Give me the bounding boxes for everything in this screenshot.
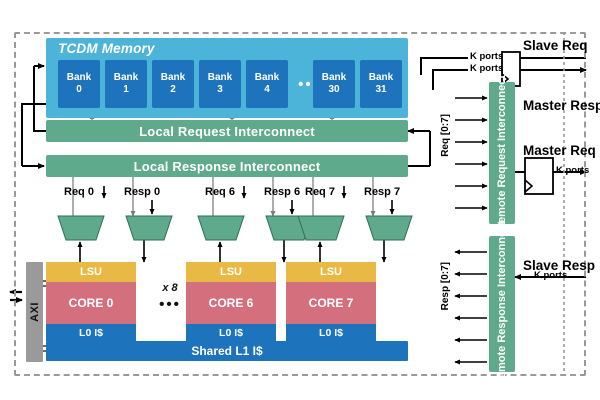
req-bus-label: Req [0:7]	[440, 114, 451, 157]
k-ports-label-master-req: K ports	[556, 165, 590, 176]
local-request-interconnect: Local Request Interconnect	[46, 120, 408, 142]
port-label-req-0: Req 0	[64, 186, 94, 198]
bank-label: Bank	[254, 72, 280, 83]
bank-label: Bank	[368, 72, 394, 83]
lsu-block: LSU	[46, 262, 136, 282]
bank-index: 30	[328, 84, 340, 95]
slave-resp-label: Slave Resp	[523, 258, 596, 273]
lsu-block: LSU	[286, 262, 376, 282]
port-label-resp-6: Resp 6	[264, 186, 301, 198]
bank-1: Bank 1	[105, 60, 147, 108]
bank-ellipsis: •••	[298, 75, 320, 93]
k-ports-label-slave-req: K ports	[470, 51, 504, 62]
repeat-count-label: x 8	[162, 282, 178, 294]
core-column-0: LSU CORE 0 L0 I$	[46, 262, 136, 341]
slave-req-label: Slave Req	[523, 38, 588, 53]
l0-icache-block: L0 I$	[46, 324, 136, 341]
core-column-6: LSU CORE 6 L0 I$	[186, 262, 276, 341]
bank-3: Bank 3	[199, 60, 241, 108]
remote-request-interconnect-label: Remote Request Interconnect	[495, 75, 508, 231]
axi-label: AXI	[28, 302, 41, 322]
bank-label: Bank	[160, 72, 186, 83]
bank-index: 0	[76, 84, 82, 95]
bank-index: 4	[264, 84, 270, 95]
tcdm-title: TCDM Memory	[58, 41, 155, 56]
remote-response-interconnect: Remote Response Interconnect	[489, 221, 515, 387]
bank-2: Bank 2	[152, 60, 194, 108]
cluster-boundary	[14, 32, 586, 376]
master-resp-label: Master Resp	[523, 98, 600, 113]
bank-index: 31	[375, 84, 387, 95]
local-response-interconnect: Local Response Interconnect	[46, 155, 408, 177]
core-block: CORE 0	[46, 282, 136, 324]
l0-icache-block: L0 I$	[186, 324, 276, 341]
core-column-7: LSU CORE 7 L0 I$	[286, 262, 376, 341]
bank-label: Bank	[321, 72, 347, 83]
bank-label: Bank	[113, 72, 139, 83]
port-label-req-6: Req 6	[205, 186, 235, 198]
remote-request-interconnect: Remote Request Interconnect	[489, 75, 515, 231]
bank-index: 2	[170, 84, 176, 95]
repeat-ellipsis: •••	[159, 296, 181, 313]
port-label-resp-0: Resp 0	[124, 186, 161, 198]
bank-index: 1	[123, 84, 129, 95]
k-ports-label-master-resp: K ports	[470, 63, 504, 74]
k-ports-label-slave-resp: K ports	[534, 270, 568, 281]
port-label-resp-7: Resp 7	[364, 186, 401, 198]
bank-label: Bank	[66, 72, 92, 83]
bank-31: Bank 31	[360, 60, 402, 108]
bank-index: 3	[217, 84, 223, 95]
resp-bus-label: Resp [0:7]	[440, 262, 451, 311]
axi-port: AXI	[26, 262, 43, 362]
port-label-req-7: Req 7	[305, 186, 335, 198]
core-block: CORE 7	[286, 282, 376, 324]
remote-response-interconnect-label: Remote Response Interconnect	[495, 221, 508, 387]
bank-4: Bank 4	[246, 60, 288, 108]
bank-30: Bank 30	[313, 60, 355, 108]
bank-label: Bank	[207, 72, 233, 83]
bank-0: Bank 0	[58, 60, 100, 108]
lsu-block: LSU	[186, 262, 276, 282]
l0-icache-block: L0 I$	[286, 324, 376, 341]
master-req-label: Master Req	[523, 143, 596, 158]
core-block: CORE 6	[186, 282, 276, 324]
shared-l1-icache: Shared L1 I$	[46, 341, 408, 361]
